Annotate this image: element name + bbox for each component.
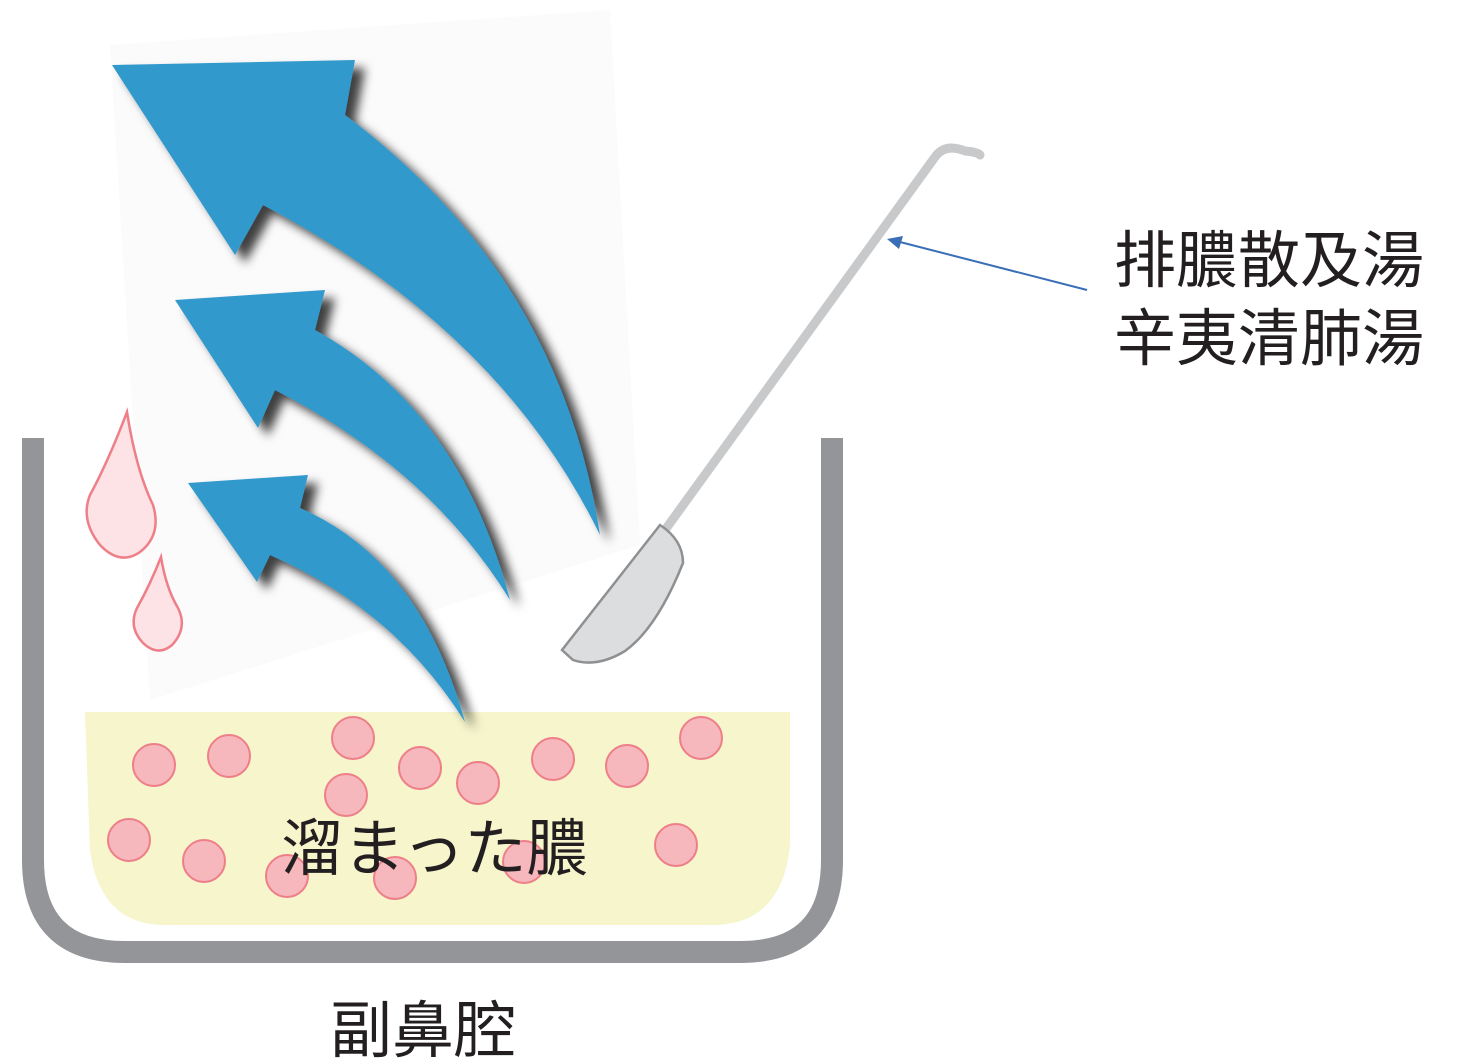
- flame-icon: [85, 407, 157, 559]
- pus-droplet: [456, 761, 500, 805]
- pus-droplet: [107, 818, 151, 862]
- pus-droplet: [605, 744, 649, 788]
- arrows-group: [112, 60, 600, 722]
- medicine-label-line1: 排膿散及湯: [1114, 224, 1424, 297]
- flame-icon: [132, 552, 184, 652]
- curved-up-arrow-icon: [112, 60, 600, 535]
- pus-droplet: [207, 734, 251, 778]
- pus-droplet: [324, 773, 368, 817]
- pus-droplet: [531, 737, 575, 781]
- pus-label: 溜まった膿: [281, 812, 589, 885]
- medicine-label-line2: 辛夷清肺湯: [1114, 302, 1424, 375]
- ladle-icon: [560, 143, 985, 664]
- sinus-label: 副鼻腔: [330, 994, 516, 1062]
- pus-droplet: [132, 743, 176, 787]
- pus-droplets: [107, 716, 723, 900]
- pus-droplet: [502, 840, 546, 884]
- curved-up-arrow-icon: [188, 475, 465, 722]
- sinus-bowl: [22, 438, 843, 963]
- pus-droplet: [331, 716, 375, 760]
- pointer-arrow: [887, 236, 1088, 291]
- pus-droplet: [654, 823, 698, 867]
- pus-droplet: [373, 856, 417, 900]
- pus-droplet: [265, 854, 309, 898]
- curved-up-arrow-icon: [175, 290, 510, 600]
- pus-droplet: [398, 746, 442, 790]
- pus-droplet: [679, 716, 723, 760]
- pus-droplet: [182, 839, 226, 883]
